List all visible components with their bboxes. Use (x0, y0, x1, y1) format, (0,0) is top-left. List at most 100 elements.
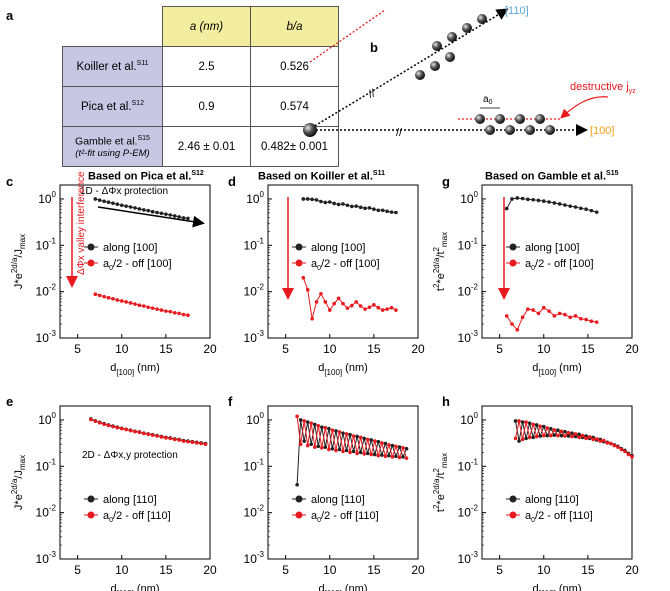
data-point (626, 452, 631, 457)
data-point (345, 203, 350, 208)
data-point (531, 308, 535, 312)
data-point (146, 432, 151, 437)
legend-label: along [100] (525, 242, 579, 254)
data-point (348, 432, 352, 437)
x-axis-label: d[100] (nm) (532, 362, 582, 377)
data-point (376, 208, 381, 213)
data-point (348, 450, 352, 455)
svg-text://: // (367, 87, 378, 101)
data-point (327, 308, 332, 312)
data-point (541, 199, 546, 203)
legend-swatch-marker (295, 243, 303, 251)
atoms-100 (475, 114, 555, 135)
x-tick-label: 20 (411, 563, 425, 577)
data-point (536, 198, 541, 203)
data-point (115, 202, 120, 207)
data-point (577, 435, 581, 440)
data-point (93, 419, 98, 423)
data-point (577, 432, 581, 437)
data-point (404, 456, 409, 460)
legend-swatch-marker (295, 511, 303, 519)
data-point (310, 316, 314, 321)
data-point (310, 197, 314, 202)
data-point (327, 200, 332, 204)
data-point (133, 302, 137, 306)
data-point (394, 454, 398, 459)
legend-label: a0/2 - off [100] (525, 258, 594, 272)
data-point (589, 319, 594, 324)
data-point (316, 444, 321, 449)
legend-label: along [110] (103, 494, 157, 506)
data-point (547, 309, 551, 313)
data-point (549, 433, 553, 438)
table-cell-ba: 0.482± 0.001 (250, 126, 339, 167)
data-point (350, 204, 354, 209)
data-point (115, 298, 120, 302)
destructive-arrow (560, 96, 609, 119)
data-point (573, 434, 578, 439)
data-point (594, 320, 599, 324)
data-point (312, 445, 317, 449)
data-point (327, 447, 331, 452)
table-row-source: Pica et al.S12 (62, 86, 163, 127)
data-point (580, 433, 585, 438)
x-tick-label: 10 (537, 342, 551, 356)
series-line (303, 198, 396, 213)
column-title-c: Based on Pica et al.S12 (88, 170, 204, 183)
data-point (295, 414, 299, 419)
data-point (563, 203, 567, 207)
data-point (341, 449, 345, 454)
y-axis-label: t2*e2d/a/t2max (432, 453, 449, 512)
data-point (323, 445, 328, 449)
x-axis-label: d[110] (nm) (111, 583, 160, 591)
data-point (520, 196, 525, 201)
destructive-label: destructive jyz (570, 81, 636, 95)
y-tick-label: 100 (38, 411, 56, 427)
plot-frame (267, 405, 419, 560)
data-point (350, 303, 354, 308)
data-point (513, 436, 518, 441)
data-point (380, 308, 385, 312)
data-point (545, 433, 550, 438)
annotation-2d-protection: 2D - ΔΦx,y protection (82, 450, 178, 461)
data-point (623, 449, 627, 454)
x-tick-label: 5 (74, 342, 81, 356)
data-point (142, 431, 146, 436)
data-point (534, 434, 539, 439)
data-point (119, 299, 124, 303)
data-point (330, 428, 335, 433)
data-point (155, 307, 159, 311)
data-point (570, 431, 574, 435)
plot-frame (267, 184, 419, 339)
table-row-source: Gamble et al.S15(t²-fit using P-EM) (62, 126, 163, 167)
data-point (504, 314, 509, 318)
y-tick-label: 10-3 (458, 329, 479, 345)
data-point (351, 449, 356, 454)
data-point (524, 420, 528, 424)
data-point (520, 420, 525, 424)
data-point (102, 199, 106, 204)
data-point (579, 206, 583, 211)
data-point (142, 304, 146, 308)
data-point (181, 439, 186, 443)
data-point (365, 437, 370, 442)
y-tick-label: 10-2 (244, 283, 265, 299)
data-point (146, 208, 151, 213)
data-point (380, 441, 384, 445)
data-point (344, 432, 349, 436)
legend-swatch-marker (509, 495, 517, 503)
data-point (594, 210, 599, 214)
x-axis-label: d[110] (nm) (533, 583, 582, 591)
x-tick-label: 15 (367, 563, 381, 577)
data-point (102, 422, 106, 426)
data-point (601, 438, 606, 443)
data-point (111, 424, 115, 429)
y-tick-label: 100 (246, 190, 264, 206)
data-point (298, 442, 303, 446)
data-point (330, 446, 335, 451)
data-point (526, 307, 530, 311)
data-point (394, 444, 398, 449)
data-point (397, 455, 402, 460)
y-tick-label: 10-2 (36, 504, 57, 520)
